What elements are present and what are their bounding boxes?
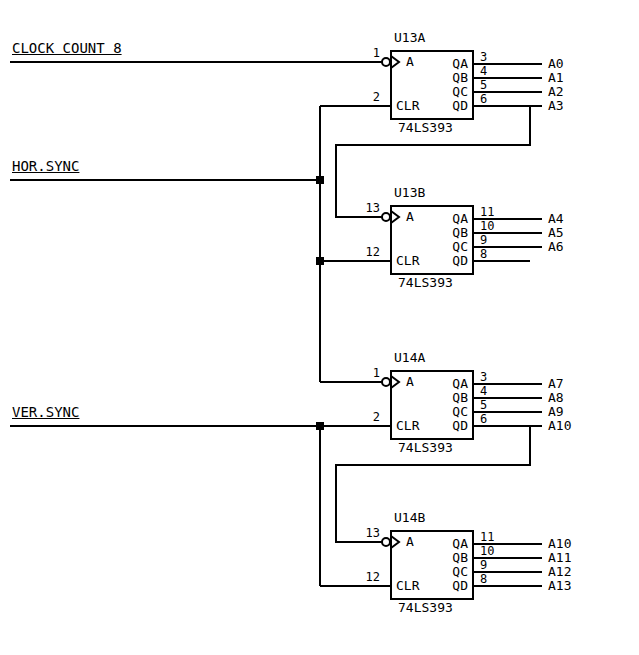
signal-name: A10: [548, 536, 571, 552]
pin-number: 8: [480, 571, 487, 587]
pin-name: QD: [452, 578, 468, 594]
signal-name: A7: [548, 376, 564, 392]
pin-number: 5: [480, 397, 487, 413]
pin-number: 13: [366, 200, 380, 216]
cascade-wire: [336, 106, 530, 217]
pin-number: 6: [480, 411, 487, 427]
pin-name: QB: [452, 225, 468, 241]
counter-chip: U14AACLRQAQBQCQD74LS393: [390, 370, 474, 440]
signal-name: A8: [548, 390, 564, 406]
signal-name: HOR.SYNC: [12, 158, 79, 174]
counter-chip: U13AACLRQAQBQCQD74LS393: [390, 50, 474, 120]
signal-name: A11: [548, 550, 571, 566]
pin-number: 2: [373, 89, 380, 105]
pin-name: QC: [452, 404, 468, 420]
pin-number: 4: [480, 63, 487, 79]
part-number: 74LS393: [398, 600, 453, 616]
pin-number: 9: [480, 557, 487, 573]
pin-number: 1: [373, 45, 380, 61]
signal-name: A10: [548, 418, 571, 434]
pin-number: 11: [480, 529, 494, 545]
pin-name: QA: [452, 376, 468, 392]
signal-name: A9: [548, 404, 564, 420]
pin-name: A: [406, 209, 414, 225]
part-number: 74LS393: [398, 275, 453, 291]
signal-name: A6: [548, 239, 564, 255]
chip-ref: U14B: [394, 510, 425, 526]
signal-name: A3: [548, 98, 564, 114]
signal-name: A12: [548, 564, 571, 580]
pin-name: CLR: [396, 578, 419, 594]
cascade-wire: [336, 426, 530, 542]
signal-name: A4: [548, 211, 564, 227]
pin-number: 11: [480, 204, 494, 220]
pin-name: QC: [452, 564, 468, 580]
pin-name: QB: [452, 390, 468, 406]
signal-name: VER.SYNC: [12, 404, 79, 420]
pin-name: CLR: [396, 98, 419, 114]
signal-name: A0: [548, 56, 564, 72]
pin-name: A: [406, 54, 414, 70]
signal-name: A2: [548, 84, 564, 100]
pin-name: QD: [452, 253, 468, 269]
signal-name: A13: [548, 578, 571, 594]
pin-name: QC: [452, 84, 468, 100]
pin-name: CLR: [396, 418, 419, 434]
part-number: 74LS393: [398, 120, 453, 136]
pin-name: QA: [452, 56, 468, 72]
pin-number: 12: [366, 569, 380, 585]
chip-ref: U13B: [394, 185, 425, 201]
pin-number: 1: [373, 365, 380, 381]
pin-name: QD: [452, 418, 468, 434]
pin-number: 2: [373, 409, 380, 425]
pin-number: 6: [480, 91, 487, 107]
pin-name: QB: [452, 70, 468, 86]
pin-number: 3: [480, 49, 487, 65]
counter-chip: U13BACLRQAQBQCQD74LS393: [390, 205, 474, 275]
pin-number: 13: [366, 525, 380, 541]
pin-name: QC: [452, 239, 468, 255]
pin-name: QB: [452, 550, 468, 566]
pin-name: A: [406, 374, 414, 390]
signal-name: A5: [548, 225, 564, 241]
signal-name: CLOCK COUNT 8: [12, 40, 122, 56]
pin-number: 10: [480, 543, 494, 559]
pin-name: A: [406, 534, 414, 550]
pin-name: QD: [452, 98, 468, 114]
part-number: 74LS393: [398, 440, 453, 456]
pin-number: 12: [366, 244, 380, 260]
signal-name: A1: [548, 70, 564, 86]
chip-ref: U14A: [394, 350, 425, 366]
pin-name: QA: [452, 536, 468, 552]
pin-number: 9: [480, 232, 487, 248]
pin-number: 5: [480, 77, 487, 93]
pin-number: 4: [480, 383, 487, 399]
pin-name: CLR: [396, 253, 419, 269]
pin-number: 8: [480, 246, 487, 262]
chip-ref: U13A: [394, 30, 425, 46]
pin-number: 3: [480, 369, 487, 385]
pin-name: QA: [452, 211, 468, 227]
counter-chip: U14BACLRQAQBQCQD74LS393: [390, 530, 474, 600]
pin-number: 10: [480, 218, 494, 234]
